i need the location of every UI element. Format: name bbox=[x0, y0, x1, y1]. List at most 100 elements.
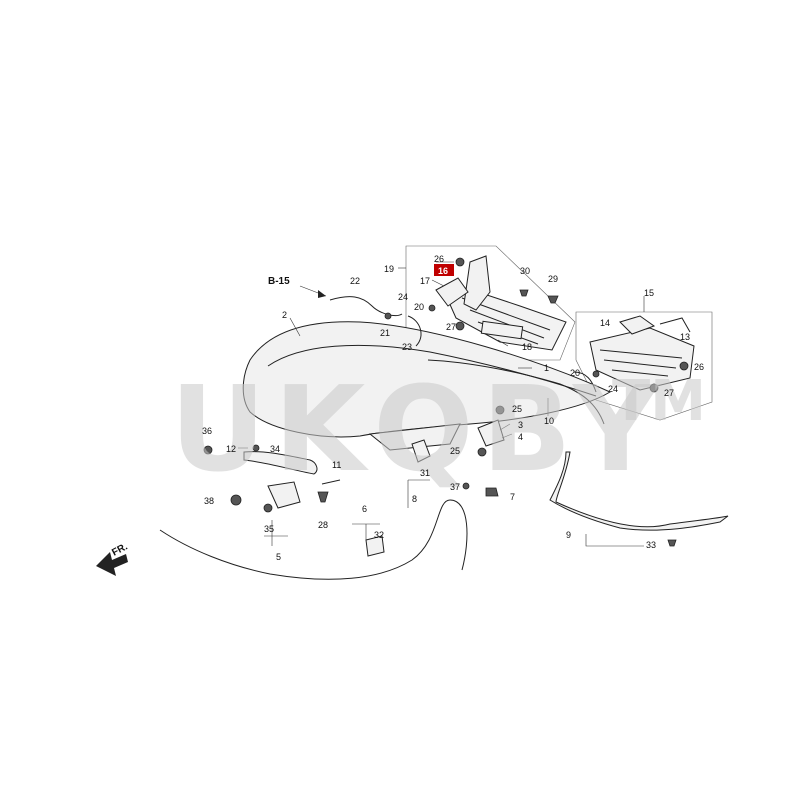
nozzle-20-right bbox=[592, 370, 600, 378]
clip-37 bbox=[462, 482, 470, 490]
watermark-text: UKQBY bbox=[170, 360, 667, 498]
label-16-highlight: 16 bbox=[438, 266, 448, 276]
cowl-right-assembly bbox=[575, 311, 713, 421]
hood-seal bbox=[427, 359, 605, 425]
cowl-right-ribs bbox=[599, 349, 683, 377]
cowl-top-assembly bbox=[405, 245, 576, 361]
label-26-right: 26 bbox=[694, 362, 704, 372]
washer-hose-22 bbox=[329, 296, 403, 317]
washer-hose-23 bbox=[407, 315, 422, 347]
hood-hinge-5 bbox=[267, 481, 301, 509]
label-10: 10 bbox=[544, 416, 554, 426]
label-32: 32 bbox=[374, 530, 384, 540]
highlight-badge bbox=[434, 264, 454, 276]
clip-25-upper bbox=[495, 405, 505, 415]
clip-26-top bbox=[455, 257, 465, 267]
front-arrow-icon bbox=[96, 552, 128, 576]
clip-7 bbox=[485, 487, 499, 497]
label-29: 29 bbox=[548, 274, 558, 284]
watermark-tm: TM bbox=[612, 369, 706, 434]
part-labels: B-15 FR. 1 2 3 4 5 6 7 8 9 10 11 12 13 1… bbox=[110, 254, 704, 562]
label-25-upper: 25 bbox=[512, 404, 522, 414]
clip-30 bbox=[519, 289, 529, 297]
clip-25-lower bbox=[477, 447, 487, 457]
label-36: 36 bbox=[202, 426, 212, 436]
label-2: 2 bbox=[282, 310, 287, 320]
label-30: 30 bbox=[520, 266, 530, 276]
label-12: 12 bbox=[226, 444, 236, 454]
group-15-frame bbox=[575, 311, 713, 421]
watermark: UKQBY TM bbox=[170, 360, 706, 498]
leader-lines bbox=[238, 261, 645, 547]
label-24-right: 24 bbox=[608, 384, 618, 394]
label-1: 1 bbox=[544, 363, 549, 373]
clip-34 bbox=[252, 444, 260, 452]
label-6: 6 bbox=[362, 504, 367, 514]
label-22: 22 bbox=[350, 276, 360, 286]
label-9: 9 bbox=[566, 530, 571, 540]
hood-panel bbox=[242, 321, 612, 451]
label-34: 34 bbox=[270, 444, 280, 454]
label-17: 17 bbox=[420, 276, 430, 286]
label-23: 23 bbox=[402, 342, 412, 352]
front-direction-indicator bbox=[96, 552, 128, 576]
label-20-right: 20 bbox=[570, 368, 580, 378]
hose-joint-21 bbox=[384, 312, 392, 320]
label-25-lower: 25 bbox=[450, 446, 460, 456]
nozzle-20-left bbox=[428, 304, 436, 312]
rod-11 bbox=[321, 479, 341, 485]
label-14: 14 bbox=[600, 318, 610, 328]
label-35: 35 bbox=[264, 524, 274, 534]
cowl-right-panel bbox=[589, 327, 695, 391]
label-11: 11 bbox=[332, 460, 341, 470]
hood-edge-trim-12 bbox=[243, 451, 318, 475]
hood-lock-31 bbox=[411, 439, 431, 463]
bolt-38 bbox=[230, 494, 242, 506]
label-28: 28 bbox=[318, 520, 328, 530]
washer-hose-24-right bbox=[573, 371, 597, 393]
label-24-left: 24 bbox=[398, 292, 408, 302]
b15-arrow-icon bbox=[318, 290, 326, 298]
label-31: 31 bbox=[420, 468, 430, 478]
label-20-left: 20 bbox=[414, 302, 424, 312]
hood-crease-line bbox=[267, 344, 597, 397]
release-handle-32 bbox=[365, 535, 385, 557]
label-4: 4 bbox=[518, 432, 523, 442]
cowl-seal-upright bbox=[463, 255, 491, 311]
bolt-36 bbox=[203, 445, 213, 455]
cowl-bracket-17 bbox=[435, 277, 469, 307]
label-21: 21 bbox=[380, 328, 390, 338]
label-5: 5 bbox=[276, 552, 281, 562]
hood-stay-bracket bbox=[477, 419, 505, 447]
clip-33 bbox=[667, 539, 677, 547]
hood-lock-reinforcement bbox=[368, 423, 461, 451]
label-3: 3 bbox=[518, 420, 523, 430]
label-19: 19 bbox=[384, 264, 394, 274]
b15-reference bbox=[299, 285, 327, 298]
label-27-left: 27 bbox=[446, 322, 456, 332]
bracket-14 bbox=[619, 315, 656, 335]
front-seal-strip-9 bbox=[549, 451, 729, 531]
clip-27-right bbox=[649, 383, 659, 393]
label-38: 38 bbox=[204, 496, 214, 506]
label-26-top: 26 bbox=[434, 254, 444, 264]
label-27-right: 27 bbox=[664, 388, 674, 398]
ref-label-b15: B-15 bbox=[268, 276, 290, 287]
clip-27-left bbox=[455, 321, 465, 331]
label-8: 8 bbox=[412, 494, 417, 504]
ref-label-front: FR. bbox=[110, 541, 130, 558]
label-15: 15 bbox=[644, 288, 654, 298]
label-18: 18 bbox=[522, 342, 532, 352]
bolt-35 bbox=[263, 503, 273, 513]
clip-29 bbox=[547, 295, 559, 304]
hood-outer-skin bbox=[242, 321, 612, 438]
label-13: 13 bbox=[680, 332, 690, 342]
label-33: 33 bbox=[646, 540, 656, 550]
label-37: 37 bbox=[450, 482, 460, 492]
clip-28 bbox=[317, 491, 329, 503]
cowl-cover-18 bbox=[480, 320, 524, 340]
clip-26-right bbox=[679, 361, 689, 371]
label-7: 7 bbox=[510, 492, 515, 502]
bracket-13 bbox=[659, 317, 691, 333]
